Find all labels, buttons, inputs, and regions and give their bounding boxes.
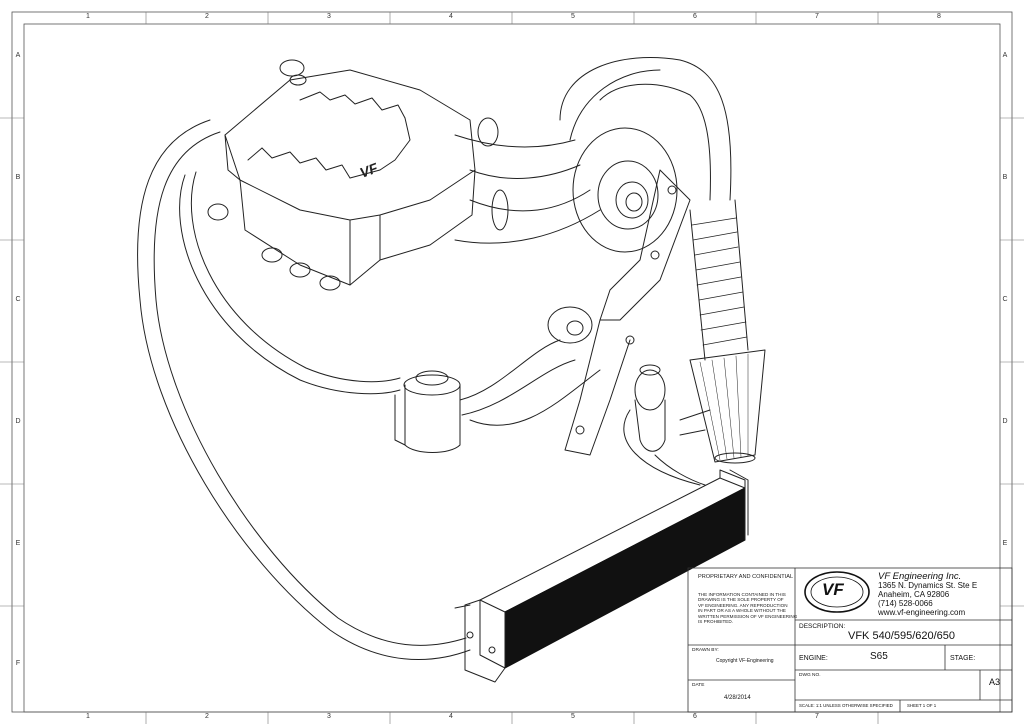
phone: (714) 528-0066: [878, 599, 933, 608]
title-block-grid: [687, 567, 1013, 713]
company-name: VF Engineering Inc.: [878, 571, 962, 582]
sheet-size: A3: [989, 677, 1001, 687]
zone-col-3: 3: [327, 13, 331, 20]
zone-col-7-bottom: 7: [815, 713, 819, 720]
hose-loop-inner: [153, 131, 467, 646]
zone-col-4-bottom: 4: [449, 713, 453, 720]
date-value: 4/28/2014: [724, 695, 751, 701]
zone-row-e-right: E: [1002, 540, 1008, 547]
supercharger-kit-drawing: VF: [137, 57, 766, 683]
stage-label: STAGE:: [950, 655, 976, 662]
logo-text: VF: [822, 580, 844, 599]
description-value: VFK 540/595/620/650: [848, 630, 956, 642]
zone-row-e: E: [15, 540, 21, 547]
zone-row-c-right: C: [1002, 296, 1008, 303]
zone-row-a-right: A: [1002, 52, 1008, 59]
zone-col-5: 5: [571, 13, 575, 20]
sheet-text: SHEET 1 OF 1: [907, 703, 937, 708]
zone-col-8: 8: [937, 13, 941, 20]
outer-border: [11, 11, 1013, 713]
hose-loop-outer: [137, 119, 471, 661]
scale-text: SCALE: 1:1 UNLESS OTHERWISE SPECIFIED: [799, 703, 893, 708]
zone-col-2-bottom: 2: [205, 713, 209, 720]
zone-col-5-bottom: 5: [571, 713, 575, 720]
plenum-logo-mark: VF: [358, 160, 381, 181]
air-filter: [689, 349, 766, 463]
mount-bracket: [599, 169, 691, 321]
supercharger-body: [572, 127, 678, 253]
confidential-heading: PROPRIETARY AND CONFIDENTIAL: [698, 574, 794, 580]
zone-col-4: 4: [449, 13, 453, 20]
description-label: DESCRIPTION:: [799, 623, 846, 630]
intake-elbow-outer: [559, 57, 732, 201]
zone-row-f: F: [15, 660, 21, 667]
zone-row-b-right: B: [1002, 174, 1008, 181]
confidential-text: THE INFORMATION CONTAINED IN THIS DRAWIN…: [698, 592, 798, 625]
zone-row-d: D: [15, 418, 21, 425]
engine-value: S65: [870, 651, 888, 662]
vf-logo: [804, 571, 870, 613]
zone-row-c: C: [15, 296, 21, 303]
zone-col-3-bottom: 3: [327, 713, 331, 720]
heat-exchanger: [454, 469, 749, 683]
date-label: DATE: [692, 683, 705, 688]
zone-col-1-bottom: 1: [86, 713, 90, 720]
intake-hose-right: [734, 199, 749, 351]
drawn-by-label: DRAWN BY:: [692, 648, 719, 653]
engine-label: ENGINE:: [799, 655, 828, 662]
zone-col-6: 6: [693, 13, 697, 20]
plenum-top: [224, 69, 476, 221]
zone-row-b: B: [15, 174, 21, 181]
website: www.vf-engineering.com: [878, 608, 966, 617]
zone-row-d-right: D: [1002, 418, 1008, 425]
zone-col-1: 1: [86, 13, 90, 20]
dwg-no-label: DWG NO.: [799, 673, 821, 678]
zone-col-7: 7: [815, 13, 819, 20]
address-line2: Anaheim, CA 92806: [878, 590, 950, 599]
zone-ticks: [0, 12, 1024, 724]
zone-col-2: 2: [205, 13, 209, 20]
zone-col-6-bottom: 6: [693, 713, 697, 720]
zone-row-a: A: [15, 52, 21, 59]
address-line1: 1365 N. Dynamics St. Ste E: [878, 581, 978, 590]
drawn-by-value: Copyright VF-Engineering: [716, 658, 774, 664]
